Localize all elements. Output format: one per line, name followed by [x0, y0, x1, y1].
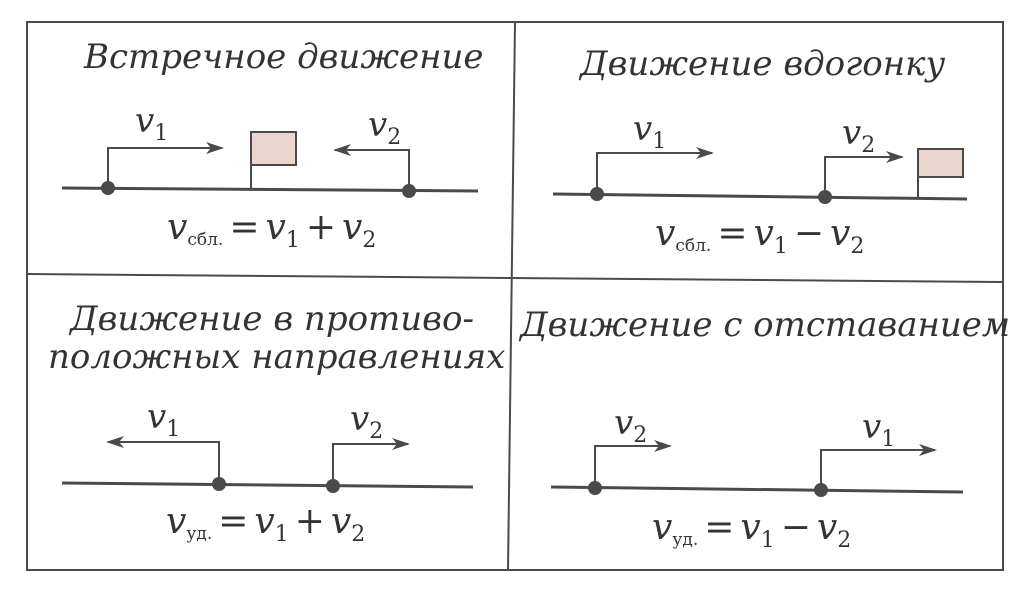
object-dot-2 — [814, 483, 828, 497]
velocity-arrow-v1 — [820, 444, 937, 490]
velocity-arrow-v1 — [107, 142, 224, 188]
object-dot-1 — [590, 187, 604, 201]
object-dot-2 — [326, 479, 340, 493]
velocity-arrow-v2 — [824, 151, 904, 197]
track-line — [550, 485, 964, 494]
panel-1-graphic — [61, 131, 479, 198]
panel-1-formula: vсбл.=v1+v2 — [167, 207, 377, 253]
panel-2-formula: vсбл.=v1−v2 — [655, 213, 865, 259]
track-line — [61, 481, 474, 489]
panel-3-formula: vуд.=v1+v2 — [166, 501, 366, 547]
velocity-arrow-v1 — [596, 147, 714, 194]
panel-2-v1-label: v1 — [633, 109, 667, 154]
velocity-arrow-v1 — [106, 436, 220, 484]
flag — [250, 131, 297, 166]
track-line — [552, 192, 968, 201]
velocity-arrow-v2 — [332, 438, 410, 486]
panel-4-title: Движение с отставанием — [520, 305, 1011, 345]
table-frame — [26, 21, 1004, 571]
velocity-arrow-v2 — [594, 440, 672, 488]
object-dot-2 — [818, 190, 832, 204]
panel-4-formula: vуд.=v1−v2 — [652, 507, 852, 553]
panel-4-graphic — [550, 440, 964, 497]
panel-4-v1-label: v1 — [862, 407, 896, 452]
panel-1-title: Встречное движение — [84, 37, 484, 77]
object-dot-1 — [212, 477, 226, 491]
panel-4-v2-label: v2 — [614, 403, 648, 448]
velocity-arrow-v2 — [333, 144, 410, 191]
panel-1-v2-label: v2 — [368, 105, 402, 150]
panel-1-v1-label: v1 — [135, 101, 169, 146]
panel-3-v2-label: v2 — [350, 399, 384, 444]
panel-3-v1-label: v1 — [147, 397, 181, 442]
panel-2-graphic — [552, 147, 968, 204]
panel-3-title-line-2: положных направлениях — [48, 337, 506, 377]
object-dot-2 — [402, 184, 416, 198]
object-dot-1 — [588, 481, 602, 495]
flag — [917, 148, 964, 178]
object-dot-1 — [101, 181, 115, 195]
panel-3-graphic — [61, 436, 474, 493]
panel-3-title-line-1: Движение в противо- — [70, 299, 474, 339]
panel-2-title: Движение вдогонку — [580, 44, 946, 84]
panel-2-v2-label: v2 — [842, 113, 876, 158]
